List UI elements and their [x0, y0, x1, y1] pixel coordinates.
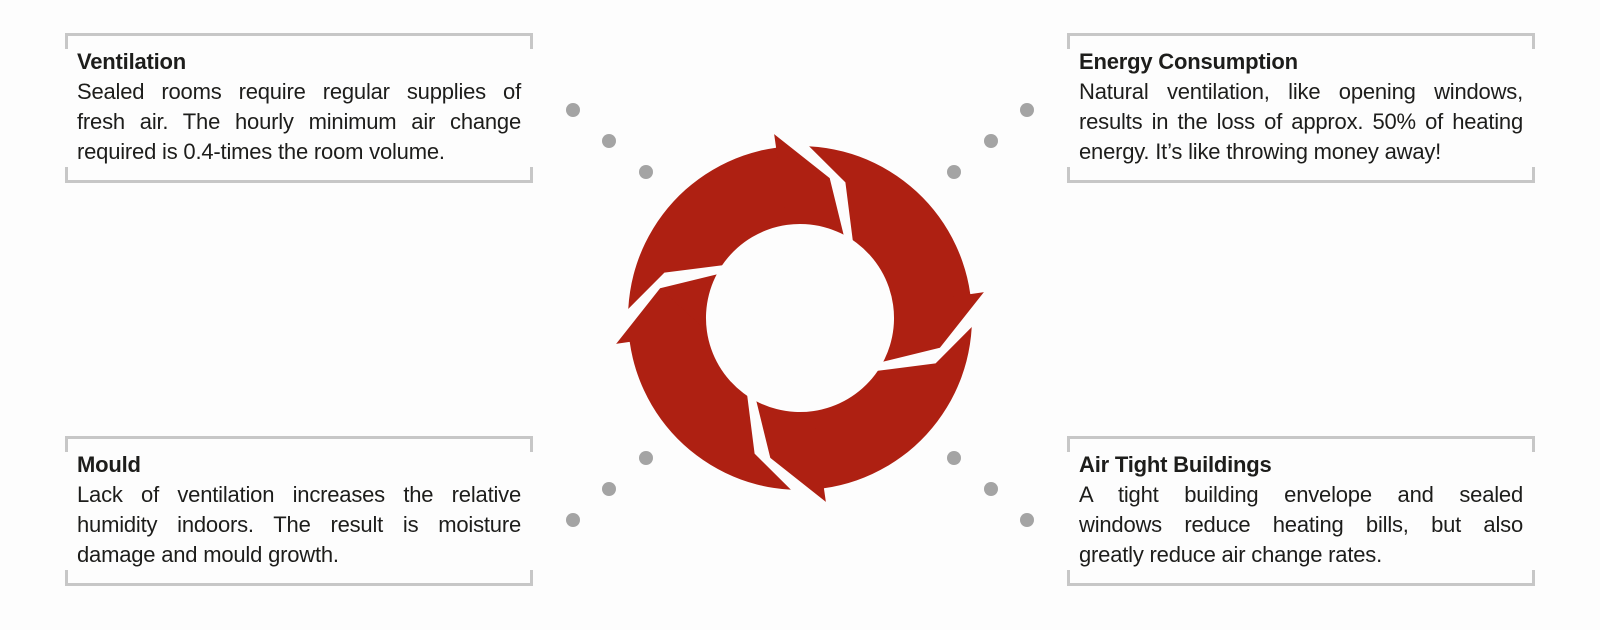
connector-dot	[566, 103, 580, 117]
cycle-arrows-icon	[595, 113, 1005, 523]
corner-tick	[65, 436, 68, 452]
corner-tick	[530, 436, 533, 452]
box-text-line: Lack of ventilation increases the relati…	[77, 482, 521, 507]
corner-tick	[1532, 167, 1535, 183]
corner-tick	[1067, 570, 1070, 586]
corner-tick	[1067, 167, 1070, 183]
corner-tick	[1532, 436, 1535, 452]
corner-tick	[1532, 570, 1535, 586]
corner-tick	[1532, 33, 1535, 49]
connector-dot	[947, 451, 961, 465]
info-box-air-tight-buildings: Air Tight Buildings A tight building env…	[1067, 436, 1535, 586]
corner-tick	[530, 570, 533, 586]
box-text-line: Natural ventilation, like opening window…	[1079, 79, 1523, 104]
box-text-line: humidity indoors. The result is moisture	[77, 512, 521, 537]
corner-tick	[530, 33, 533, 49]
box-text-line: energy. It’s like throwing money away!	[1079, 139, 1442, 164]
corner-tick	[65, 167, 68, 183]
box-text-line: A tight building envelope and sealed	[1079, 482, 1523, 507]
connector-dot	[984, 482, 998, 496]
corner-tick	[1067, 436, 1070, 452]
box-text-line: greatly reduce air change rates.	[1079, 542, 1382, 567]
connector-dot	[566, 513, 580, 527]
box-text-line: results in the loss of approx. 50% of he…	[1079, 109, 1523, 134]
box-text-line: damage and mould growth.	[77, 542, 339, 567]
corner-tick	[65, 570, 68, 586]
connector-dot	[984, 134, 998, 148]
corner-tick	[65, 33, 68, 49]
box-title: Air Tight Buildings	[1079, 452, 1272, 477]
connector-dot	[947, 165, 961, 179]
box-text-line: windows reduce heating bills, but also	[1079, 512, 1523, 537]
info-box-ventilation: Ventilation Sealed rooms require regular…	[65, 33, 533, 183]
connector-dot	[1020, 513, 1034, 527]
corner-tick	[1067, 33, 1070, 49]
connector-dot	[602, 134, 616, 148]
connector-dot	[602, 482, 616, 496]
box-title: Mould	[77, 452, 141, 477]
box-text-line: Sealed rooms require regular supplies of	[77, 79, 521, 104]
box-text-line: required is 0.4-times the room volume.	[77, 139, 445, 164]
corner-tick	[530, 167, 533, 183]
connector-dot	[639, 165, 653, 179]
info-box-energy-consumption: Energy Consumption Natural ventilation, …	[1067, 33, 1535, 183]
connector-dot	[1020, 103, 1034, 117]
box-title: Ventilation	[77, 49, 187, 74]
info-box-mould: Mould Lack of ventilation increases the …	[65, 436, 533, 586]
connector-dot	[639, 451, 653, 465]
box-text-line: fresh air. The hourly minimum air change	[77, 109, 521, 134]
box-title: Energy Consumption	[1079, 49, 1298, 74]
